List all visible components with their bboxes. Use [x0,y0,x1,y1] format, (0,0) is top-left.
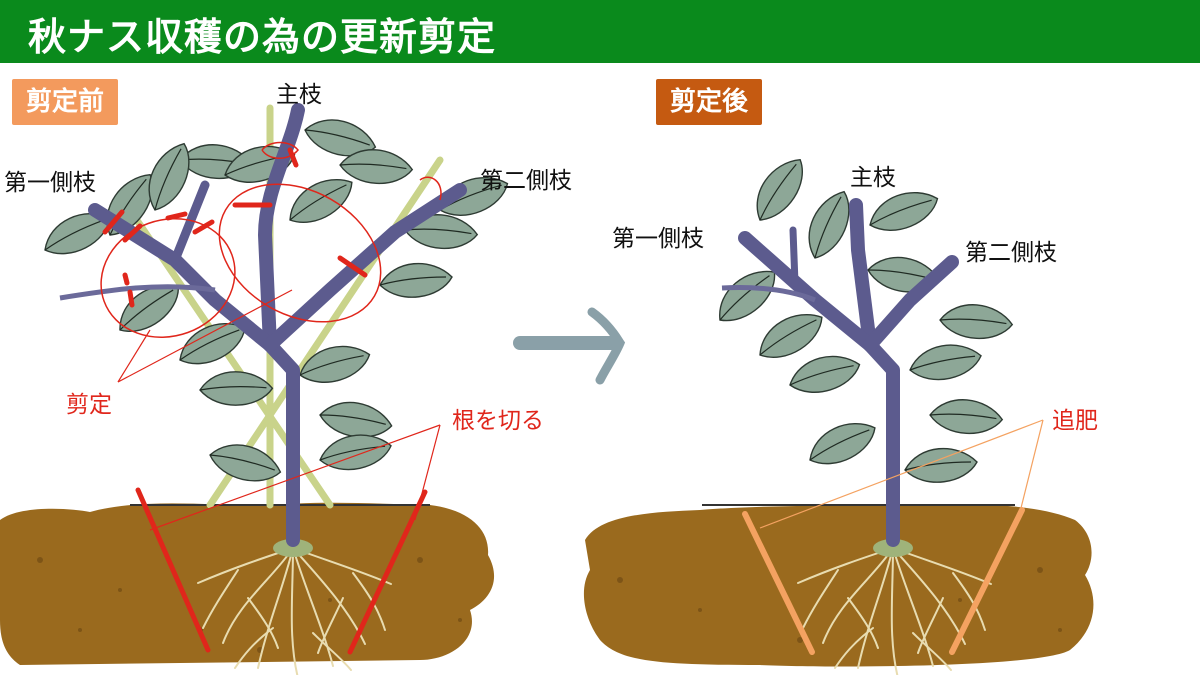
before-badge: 剪定前 [12,79,119,125]
stem-before [88,103,467,547]
cut-roots-label: 根を切る [452,408,544,434]
prune-pointer-lines [117,289,293,383]
second-side-branch-label-before: 第二側枝 [480,168,572,194]
main-branch-label-after: 主枝 [850,165,896,191]
second-side-branch-label-after: 第二側枝 [965,240,1057,266]
fertilize-label: 追肥 [1052,408,1098,434]
main-branch-label-before: 主枝 [276,82,322,108]
after-badge: 剪定後 [656,79,763,125]
fertilize-pointer-lines [759,419,1044,529]
header-bar: 秋ナス収穫の為の更新剪定 [0,0,1200,63]
soil-after [583,504,1094,667]
prune-label: 剪定 [66,392,112,418]
cut-roots-pointer-lines [149,424,441,531]
first-side-branch-label-after: 第一側枝 [612,226,704,252]
root-cut-lines [135,487,428,655]
soil-texture-after [617,567,1062,643]
diagram-canvas [0,103,1094,675]
first-side-branch-label-before: 第一側枝 [4,170,96,196]
small-branch-before [59,284,216,301]
cut-lines [102,147,368,308]
soil-before [0,502,495,665]
page-title: 秋ナス収穫の為の更新剪定 [28,14,497,59]
small-branch-after [721,285,816,303]
pruning-marks [100,141,442,339]
diagram-stage: 剪定前 剪定後 主枝 第一側枝 第二側枝 剪定 根を切る 主枝 第一側枝 第二側… [0,63,1200,675]
right-arrow-icon [513,307,626,385]
fertilizer-lines [742,507,1025,655]
